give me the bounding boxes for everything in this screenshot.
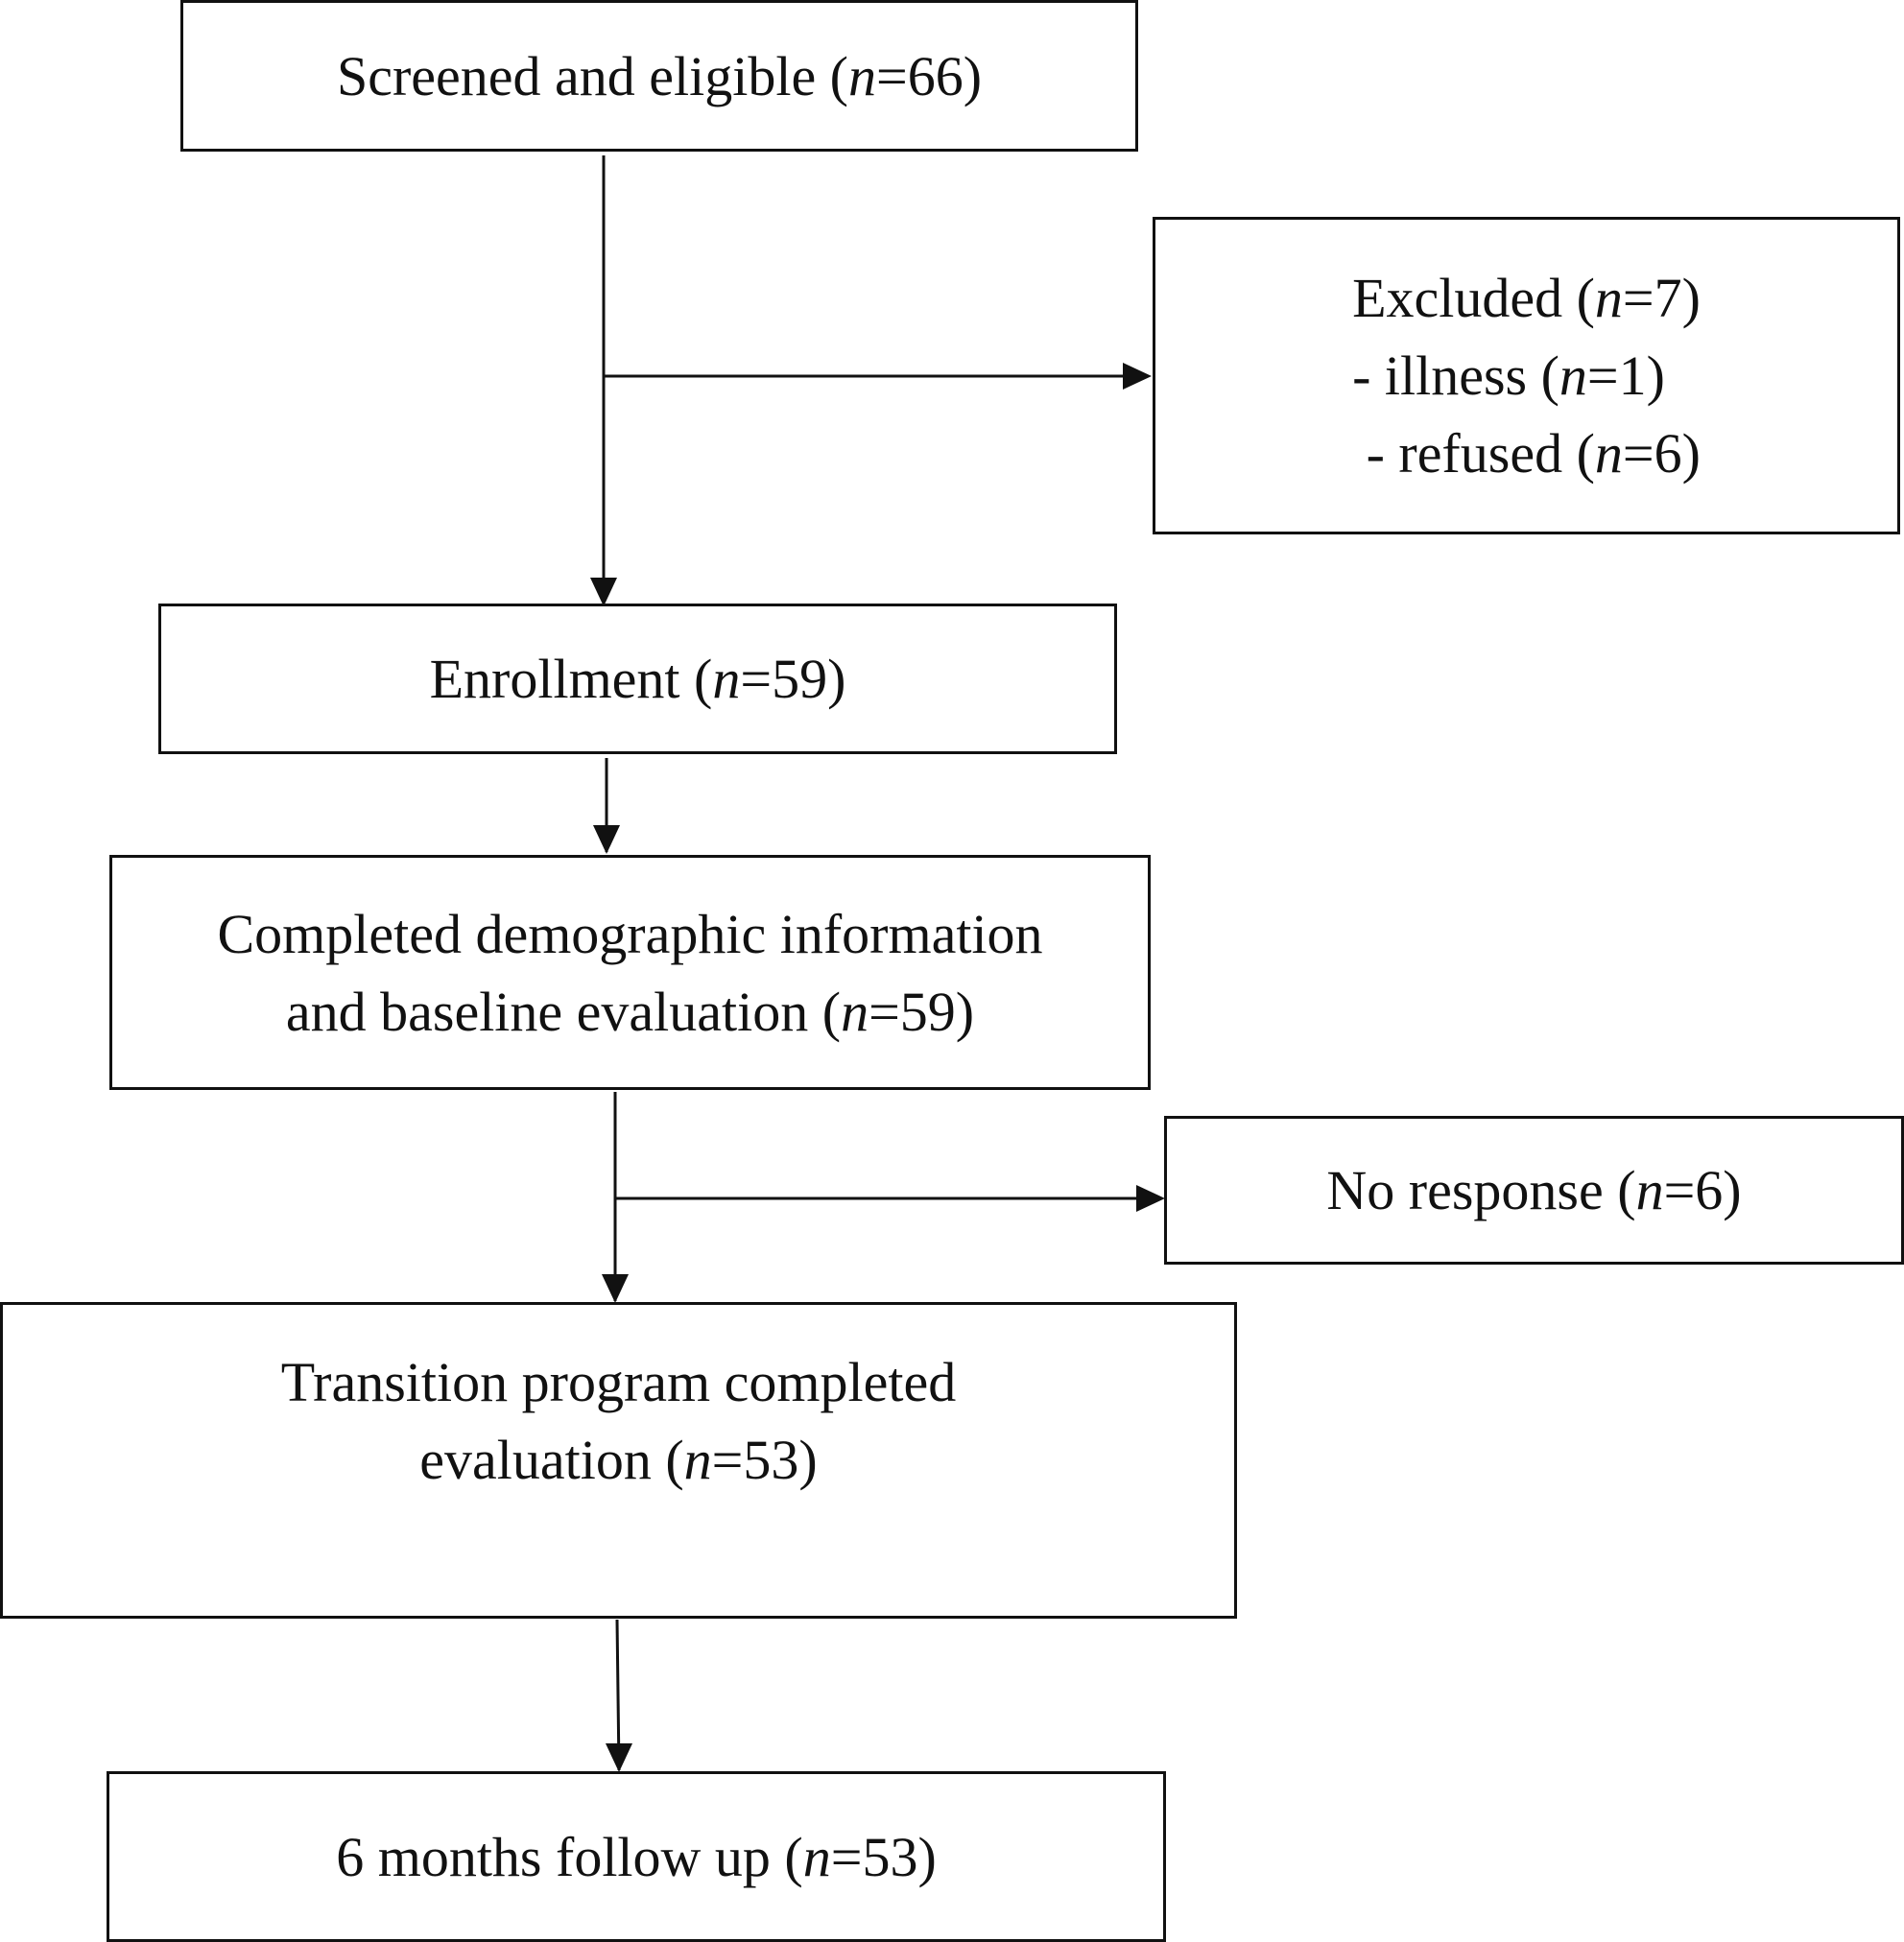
screened-line-1: Screened and eligible (n=66) bbox=[336, 44, 983, 107]
transition-line-2: evaluation (n=53) bbox=[419, 1429, 818, 1491]
box-no-response: No response (n=6) bbox=[1164, 1116, 1904, 1265]
box-excluded: Excluded (n=7) - illness (n=1) - refused… bbox=[1153, 217, 1900, 534]
arrowhead-baseline bbox=[593, 825, 620, 854]
followup-line-1: 6 months follow up (n=53) bbox=[336, 1825, 937, 1888]
box-baseline: Completed demographic information and ba… bbox=[109, 855, 1151, 1090]
arrowhead-excluded bbox=[1123, 363, 1152, 390]
arrowhead-no-response bbox=[1136, 1185, 1165, 1212]
baseline-line-2: and baseline evaluation (n=59) bbox=[285, 980, 975, 1043]
no-response-line-1: No response (n=6) bbox=[1326, 1159, 1742, 1221]
arrowhead-transition bbox=[602, 1274, 629, 1303]
enrollment-line-1: Enrollment (n=59) bbox=[429, 648, 846, 710]
transition-line-1: Transition program completed bbox=[280, 1351, 957, 1413]
arrowhead-enrollment bbox=[590, 578, 617, 606]
box-transition: Transition program completed evaluation … bbox=[0, 1302, 1237, 1619]
excluded-line-1: Excluded (n=7) bbox=[1352, 267, 1701, 329]
baseline-line-1: Completed demographic information bbox=[217, 902, 1043, 965]
excluded-line-2: - illness (n=1) bbox=[1352, 344, 1665, 407]
box-enrollment: Enrollment (n=59) bbox=[158, 604, 1117, 754]
arrowhead-followup bbox=[606, 1743, 632, 1772]
excluded-text: Excluded (n=7) - illness (n=1) - refused… bbox=[1352, 259, 1701, 492]
box-followup: 6 months follow up (n=53) bbox=[107, 1771, 1166, 1942]
box-screened: Screened and eligible (n=66) bbox=[180, 0, 1138, 152]
excluded-line-3: - refused (n=6) bbox=[1352, 422, 1701, 485]
